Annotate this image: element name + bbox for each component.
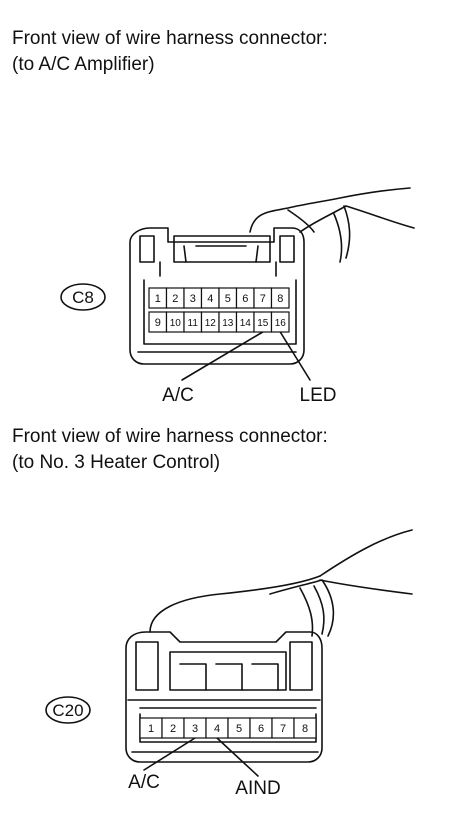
c8-wire-harness <box>249 187 415 263</box>
c8-pin-7: 7 <box>253 287 273 309</box>
c20-connector-body <box>125 631 323 763</box>
caption-line-2: (to No. 3 Heater Control) <box>12 452 221 473</box>
c20-pin-7-number: 7 <box>280 723 286 735</box>
c20-pin-label-aind: AIND <box>235 778 280 799</box>
c8-pin-10: 10 <box>165 311 185 333</box>
c8-pin-7-number: 7 <box>260 293 266 305</box>
c8-pin-13-number: 13 <box>222 318 234 329</box>
c8-code-circle <box>60 283 106 311</box>
c20-pin-2-number: 2 <box>170 723 176 735</box>
c8-pin-3: 3 <box>183 287 203 309</box>
c20-pin-4: 4 <box>205 717 229 739</box>
c8-leader-16 <box>279 331 311 381</box>
c20-pin-3: 3 <box>183 717 207 739</box>
c8-pin-1: 1 <box>148 287 168 309</box>
c8-connector-body <box>129 227 305 365</box>
c8-leader-15 <box>181 331 264 381</box>
c20-pin-1-number: 1 <box>148 723 154 735</box>
c8-pin-14-number: 14 <box>240 318 252 329</box>
c20-pin-6-number: 6 <box>258 723 264 735</box>
c8-pin-6-number: 6 <box>242 293 248 305</box>
c20-code-circle <box>45 696 91 724</box>
c8-pin-8-cell <box>270 287 290 309</box>
c8-pin-16: 16 <box>270 311 290 333</box>
c8-pin-15: 15 <box>253 311 273 333</box>
c20-pin-5-number: 5 <box>236 723 242 735</box>
c8-pin-16-number: 16 <box>275 318 287 329</box>
c8-pin-3-number: 3 <box>190 293 196 305</box>
c20-connector-code: C20 <box>52 701 83 720</box>
c20-leader-4 <box>216 737 259 777</box>
c20-leader-lines <box>143 737 259 777</box>
c20-pin-7: 7 <box>271 717 295 739</box>
c8-pin-13: 13 <box>218 311 238 333</box>
connector-c20-caption: Front view of wire harness connector: (t… <box>12 424 328 476</box>
c8-pin-label-led: LED <box>300 385 337 406</box>
c8-pin-11-number: 11 <box>188 318 199 329</box>
c8-pin-16-cell <box>270 311 290 333</box>
c8-leader-lines <box>181 331 311 381</box>
c8-pin-8-number: 8 <box>277 293 283 305</box>
c20-pin-8-cell <box>293 717 317 739</box>
c20-pin-8-number: 8 <box>302 723 308 735</box>
c20-pin-2: 2 <box>161 717 185 739</box>
c20-pin-1: 1 <box>139 717 163 739</box>
c20-pin-label-ac: A/C <box>128 772 160 793</box>
c8-pin-1-number: 1 <box>155 293 161 305</box>
c20-pin-5: 5 <box>227 717 251 739</box>
caption-line-2: (to A/C Amplifier) <box>12 54 155 75</box>
c8-pin-10-number: 10 <box>170 318 182 329</box>
c20-wire-harness <box>149 529 413 637</box>
caption-line-1: Front view of wire harness connector: <box>12 426 328 447</box>
c8-pin-6: 6 <box>235 287 255 309</box>
c8-pin-8: 8 <box>270 287 290 309</box>
c8-pin-4: 4 <box>200 287 220 309</box>
c8-pin-15-number: 15 <box>257 318 269 329</box>
c20-pin-6: 6 <box>249 717 273 739</box>
c8-pin-11: 11 <box>183 311 203 333</box>
c20-pin-3-number: 3 <box>192 723 198 735</box>
c8-pin-12: 12 <box>200 311 220 333</box>
c8-pin-14: 14 <box>235 311 255 333</box>
c20-pin-4-number: 4 <box>214 723 220 735</box>
c8-pin-9: 9 <box>148 311 168 333</box>
c20-pin-grid: 1 2 3 4 5 6 7 8 <box>139 717 317 739</box>
connector-c8-caption: Front view of wire harness connector: (t… <box>12 26 328 78</box>
c20-leader-3 <box>143 737 196 771</box>
c8-connector-code: C8 <box>72 288 94 307</box>
c8-pin-12-number: 12 <box>205 318 217 329</box>
c8-pin-5: 5 <box>218 287 238 309</box>
c8-pin-5-number: 5 <box>225 293 231 305</box>
caption-line-1: Front view of wire harness connector: <box>12 28 328 49</box>
c8-pin-9-number: 9 <box>155 317 161 329</box>
c8-pin-2: 2 <box>165 287 185 309</box>
c8-pin-label-ac: A/C <box>162 385 194 406</box>
c20-pin-8: 8 <box>293 717 317 739</box>
c8-pin-2-number: 2 <box>172 293 178 305</box>
c8-pin-4-number: 4 <box>207 293 213 305</box>
